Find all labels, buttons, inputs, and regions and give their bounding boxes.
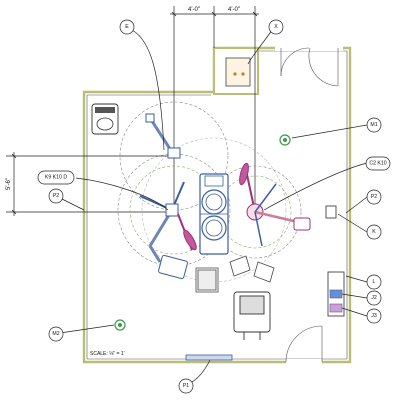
tag-bubble-p1: P1 — [178, 378, 194, 394]
tag-bubble-p2-right: P2 — [366, 189, 382, 205]
tag-bubble-p2-left: P2 — [48, 188, 64, 204]
dimension-top-left: 4'-0" — [188, 7, 200, 13]
dimension-lines: 4'-0" 4'-0" 5'-6" — [6, 6, 259, 216]
svg-text:J3: J3 — [371, 313, 377, 319]
boom-arm-right — [246, 183, 311, 247]
svg-text:P2: P2 — [53, 193, 59, 199]
outlet-dot-icon — [241, 72, 245, 76]
operating-table — [199, 173, 229, 255]
svg-text:J2: J2 — [371, 295, 377, 301]
medical-gas-outlets — [114, 134, 291, 331]
wall-box — [325, 205, 337, 219]
svg-text:M1: M1 — [370, 122, 377, 128]
tag-bubble-x: X — [268, 19, 284, 35]
dimension-top-right: 4'-0" — [228, 7, 240, 13]
wall-equipment-panel — [327, 271, 345, 317]
svg-text:E: E — [125, 24, 129, 30]
svg-text:P2: P2 — [371, 194, 377, 200]
tag-bubble-c2-k10: C2 K10 — [365, 156, 391, 171]
door-bottom-right — [285, 325, 323, 364]
bottom-wall-panel — [185, 354, 233, 361]
tag-bubble-k9-k10-d: K9 K10 D — [37, 170, 75, 185]
tag-leaders — [59, 29, 368, 384]
tag-bubble-l: L — [366, 274, 382, 290]
staff-stools — [195, 255, 275, 293]
tag-bubble-m1: M1 — [366, 117, 382, 133]
tag-bubble-k: K — [366, 224, 382, 240]
svg-text:M2: M2 — [52, 331, 59, 337]
svg-text:X: X — [274, 24, 278, 30]
corner-cabinet — [213, 47, 259, 95]
outlet-dot-icon — [233, 72, 237, 76]
scale-note: SCALE: ⅛" = 1' — [90, 351, 125, 357]
tag-bubble-j2: J2 — [366, 290, 382, 306]
tag-bubble-e: E — [119, 19, 135, 35]
svg-text:K: K — [372, 229, 376, 235]
boom-arm-left — [139, 113, 188, 280]
svg-text:K9 K10 D: K9 K10 D — [45, 175, 67, 181]
equipment-cart — [91, 103, 119, 135]
double-door-top — [275, 46, 343, 87]
tag-bubble-j3: J3 — [366, 308, 382, 324]
svg-text:L: L — [373, 279, 376, 285]
svg-text:P1: P1 — [183, 383, 189, 389]
tag-bubble-m2: M2 — [48, 326, 64, 342]
dimension-left-vertical: 5'-6" — [6, 178, 12, 190]
anesthesia-workstation — [233, 291, 271, 340]
svg-text:C2 K10: C2 K10 — [369, 161, 386, 167]
